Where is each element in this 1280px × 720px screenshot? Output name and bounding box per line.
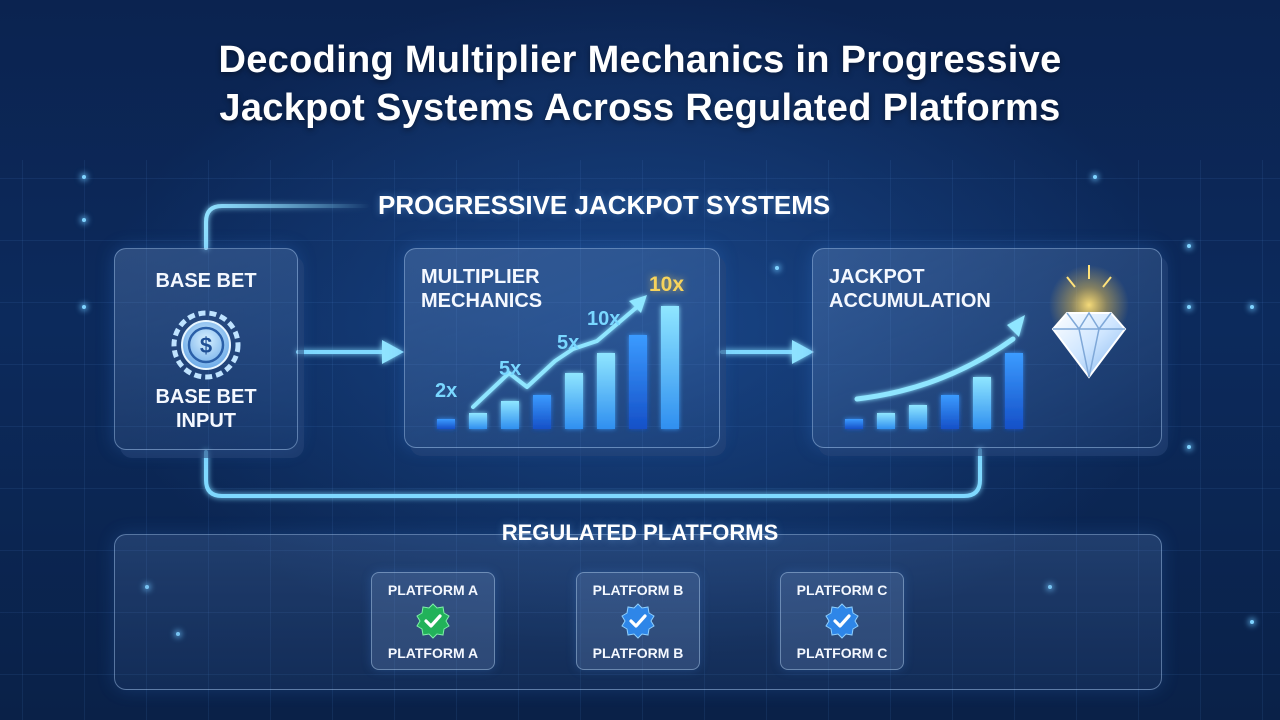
glow-dot — [82, 305, 86, 309]
verified-badge-icon — [621, 603, 655, 639]
jackpot-bar — [1005, 353, 1023, 429]
platform-b-bottom-label: PLATFORM B — [592, 645, 684, 661]
svg-text:$: $ — [200, 333, 212, 358]
platform-a-top-label: PLATFORM A — [387, 582, 479, 598]
page-title: Decoding Multiplier Mechanics in Progres… — [0, 36, 1280, 132]
multiplier-heading-1: MULTIPLIER — [421, 266, 540, 288]
glow-dot — [1250, 305, 1254, 309]
bottom-loop-line — [204, 448, 982, 498]
jackpot-bar — [845, 419, 863, 429]
jackpot-bar — [941, 395, 959, 429]
base-bet-heading: BASE BET — [155, 270, 257, 292]
multiplier-bar — [597, 353, 615, 429]
section-label-regulated: REGULATED PLATFORMS — [501, 520, 779, 545]
arrow-head-1 — [382, 340, 404, 364]
platform-a-bottom-label: PLATFORM A — [387, 645, 479, 661]
multiplier-bar — [533, 395, 551, 429]
multiplier-bar — [501, 401, 519, 429]
platform-card-b[interactable]: PLATFORM B PLATFORM B — [576, 572, 700, 670]
platform-card-c[interactable]: PLATFORM C PLATFORM C — [780, 572, 904, 670]
base-bet-caption-1: BASE BET — [155, 386, 257, 408]
accumulation-arrowhead — [1007, 315, 1025, 337]
glow-dot — [82, 218, 86, 222]
multiplier-label-2x: 2x — [435, 380, 458, 402]
glow-dot — [1187, 305, 1191, 309]
jackpot-bar-chart — [845, 265, 1129, 429]
arrow-head-2 — [792, 340, 814, 364]
glow-dot — [1093, 175, 1097, 179]
dollar-coin-icon: $ — [171, 310, 241, 380]
platform-c-top-label: PLATFORM C — [796, 582, 888, 598]
growth-trend-arrow — [471, 305, 639, 409]
multiplier-panel: MULTIPLIER MECHANICS — [404, 248, 720, 448]
multiplier-label-10x-a: 10x — [587, 308, 621, 330]
glow-dot — [176, 632, 180, 636]
glow-dot — [1187, 244, 1191, 248]
multiplier-heading-2: MECHANICS — [421, 290, 543, 312]
glow-dot — [1048, 585, 1052, 589]
jackpot-heading-2: ACCUMULATION — [829, 290, 991, 312]
growth-trend-arrowhead — [629, 295, 647, 313]
platform-b-top-label: PLATFORM B — [592, 582, 684, 598]
multiplier-label-5x-b: 5x — [557, 332, 580, 354]
section-label-progressive: PROGRESSIVE JACKPOT SYSTEMS — [378, 190, 831, 220]
glow-dot — [1250, 620, 1254, 624]
multiplier-bar — [437, 419, 455, 429]
jackpot-bar — [877, 413, 895, 429]
multiplier-bar — [629, 335, 647, 429]
verified-badge-icon — [825, 603, 859, 639]
jackpot-panel: JACKPOT ACCUMULATION — [812, 248, 1162, 448]
multiplier-bar-chart — [437, 295, 679, 429]
jackpot-heading-1: JACKPOT — [829, 266, 925, 288]
glow-dot — [82, 175, 86, 179]
jackpot-bar — [973, 377, 991, 429]
jackpot-bar — [909, 405, 927, 429]
multiplier-label-10x-b: 10x — [649, 273, 685, 296]
base-bet-panel: BASE BET $ BASE BET INPUT — [114, 248, 298, 450]
verified-badge-icon — [416, 603, 450, 639]
glow-dot — [145, 585, 149, 589]
title-line-1: Decoding Multiplier Mechanics in Progres… — [218, 39, 1062, 81]
glow-dot — [1187, 445, 1191, 449]
multiplier-bar — [565, 373, 583, 429]
diamond-icon — [1049, 265, 1129, 379]
platform-c-bottom-label: PLATFORM C — [796, 645, 888, 661]
base-bet-caption-2: INPUT — [176, 410, 236, 432]
accumulation-curve — [854, 336, 1016, 402]
title-line-2: Jackpot Systems Across Regulated Platfor… — [219, 87, 1061, 129]
glow-dot — [775, 266, 779, 270]
multiplier-bar — [661, 306, 679, 429]
multiplier-label-5x-a: 5x — [499, 358, 522, 380]
top-loop-line — [204, 204, 372, 250]
platform-card-a[interactable]: PLATFORM A PLATFORM A — [371, 572, 495, 670]
multiplier-bar — [469, 413, 487, 429]
